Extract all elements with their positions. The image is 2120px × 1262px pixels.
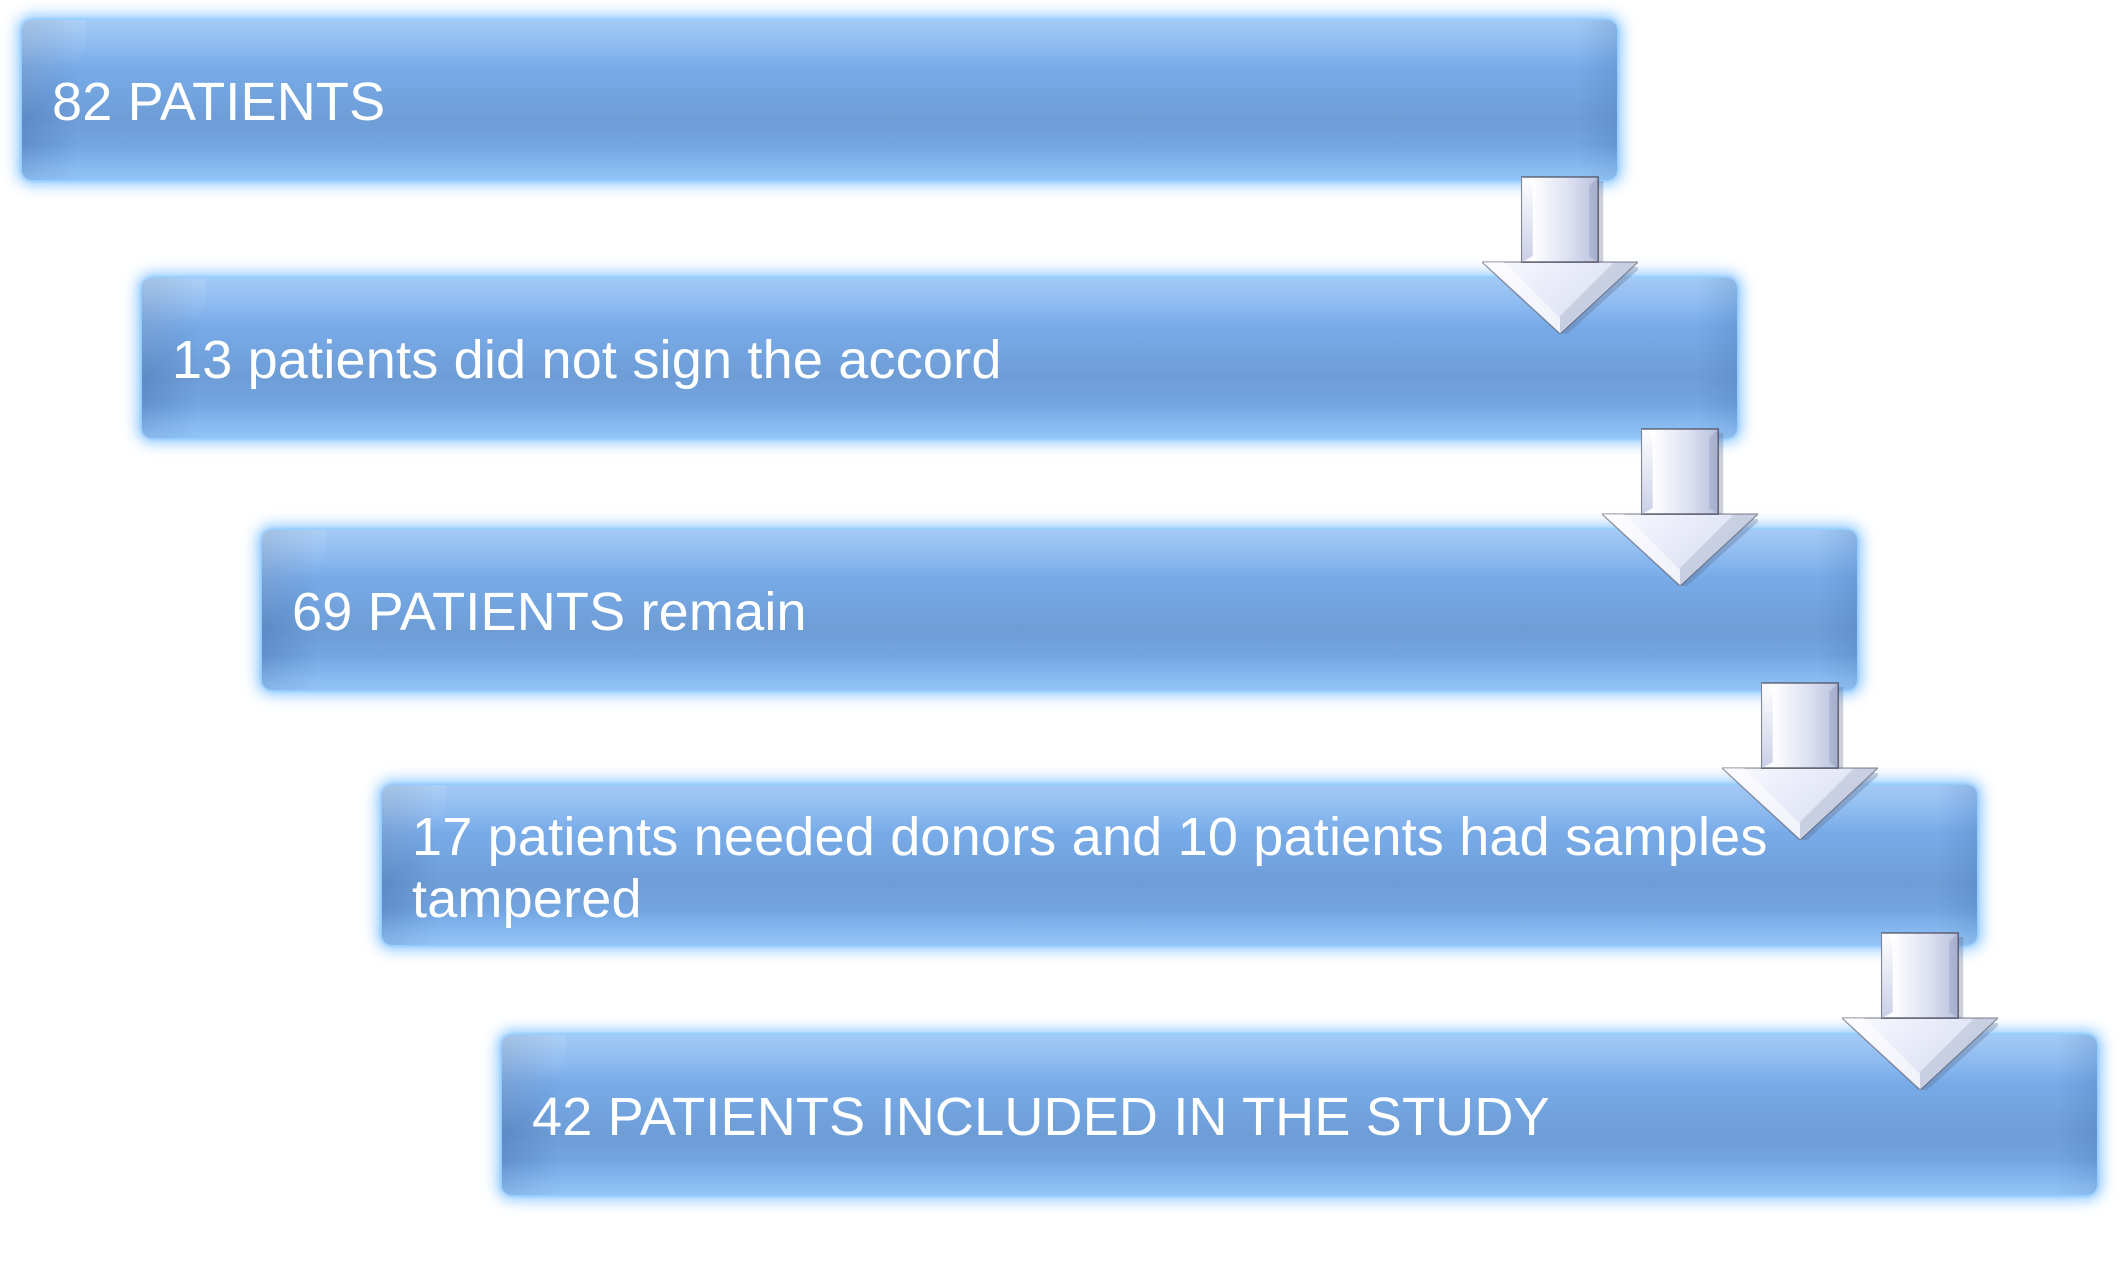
flow-box-label-step-4: 17 patients needed donors and 10 patient… <box>412 807 1768 929</box>
flow-box-label-step-2: 13 patients did not sign the accord <box>172 330 1002 390</box>
down-arrow-icon-3 <box>1722 682 1878 840</box>
down-arrow-icon-2 <box>1602 428 1758 586</box>
flow-box-step-1[interactable]: 82 PATIENTS <box>22 20 1617 180</box>
flow-box-label-step-3: 69 PATIENTS remain <box>292 582 807 642</box>
box-bevel-bottom <box>142 402 1737 438</box>
box-bevel-bottom <box>262 654 1857 690</box>
flow-box-label-step-1: 82 PATIENTS <box>52 72 386 132</box>
box-bevel-bottom <box>502 1159 2097 1195</box>
down-arrow-icon-1 <box>1482 176 1638 334</box>
down-arrow-icon-4 <box>1842 932 1998 1090</box>
box-bevel-bottom <box>22 144 1617 180</box>
flow-box-label-step-5: 42 PATIENTS INCLUDED IN THE STUDY <box>532 1087 1550 1147</box>
box-bevel-top <box>22 20 1617 68</box>
